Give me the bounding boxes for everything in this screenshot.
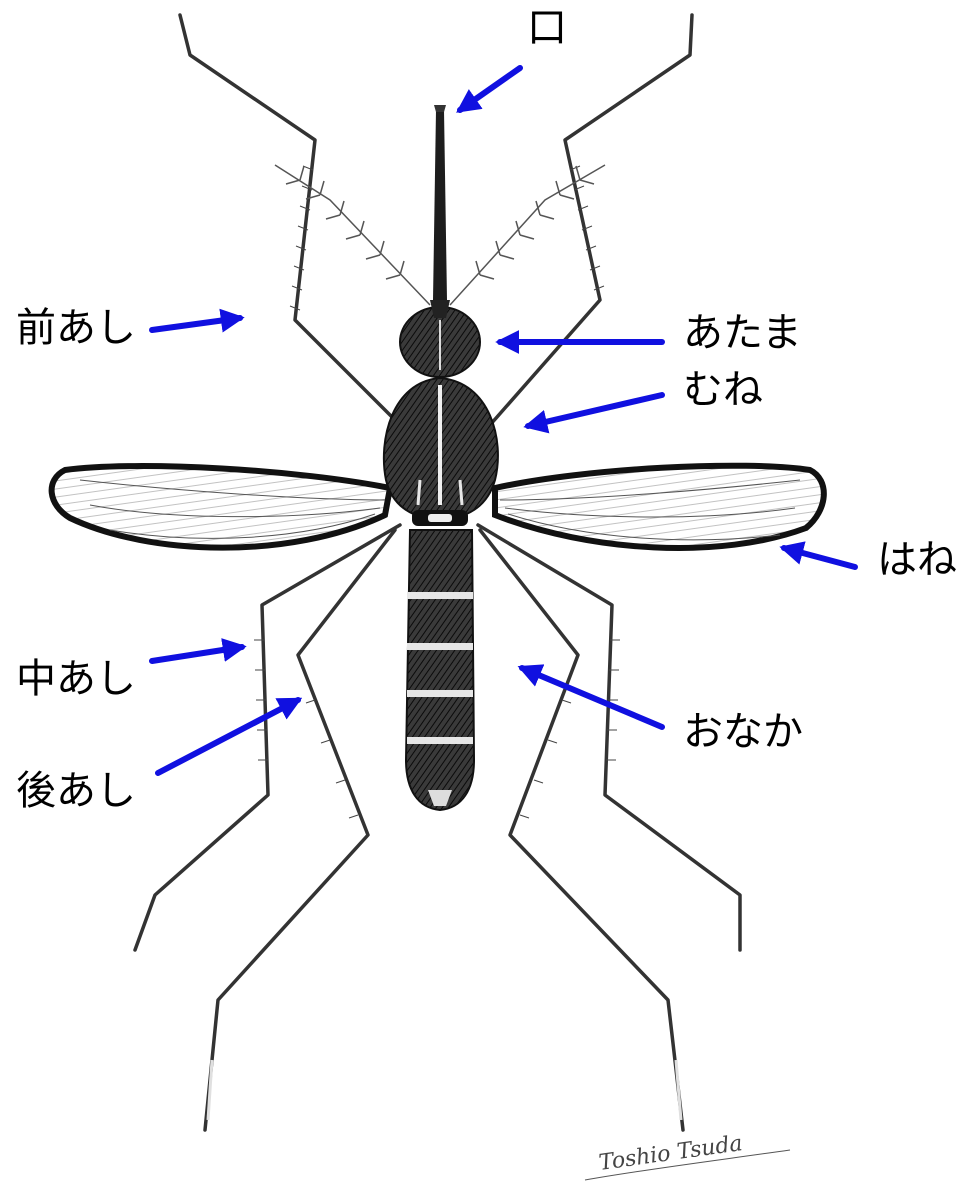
thorax [384, 378, 498, 526]
annotation-arrows [152, 68, 855, 773]
arrow-foreleg [152, 318, 240, 330]
arrow-thorax [528, 395, 662, 426]
leg-pale-bands [208, 1060, 681, 1120]
abdomen [406, 530, 474, 810]
label-mouth: 口 [527, 8, 567, 48]
wing-right [495, 466, 824, 548]
arrow-hindleg [158, 700, 298, 773]
front-leg-left [180, 15, 400, 425]
svg-text:Toshio Tsuda: Toshio Tsuda [597, 1131, 744, 1176]
arrow-mouth [460, 68, 520, 110]
label-midleg: 中あし [16, 659, 136, 699]
label-wing: はね [877, 540, 957, 580]
wing-left [52, 466, 390, 548]
label-head: あたま [683, 313, 802, 353]
label-abdomen: おなか [683, 712, 803, 752]
middle-leg-left [135, 525, 400, 950]
head [400, 300, 480, 377]
antenna-right [450, 165, 605, 305]
artist-signature: Toshio Tsuda [585, 1131, 790, 1180]
label-hindleg: 後あし [16, 771, 136, 811]
arrow-abdomen [522, 668, 662, 727]
arrow-wing [784, 548, 855, 567]
proboscis [433, 105, 447, 300]
front-leg-right [490, 15, 692, 425]
label-foreleg: 前あし [16, 308, 136, 348]
label-thorax: むね [683, 370, 763, 410]
hind-leg-left [205, 530, 395, 1130]
arrow-midleg [152, 647, 242, 661]
